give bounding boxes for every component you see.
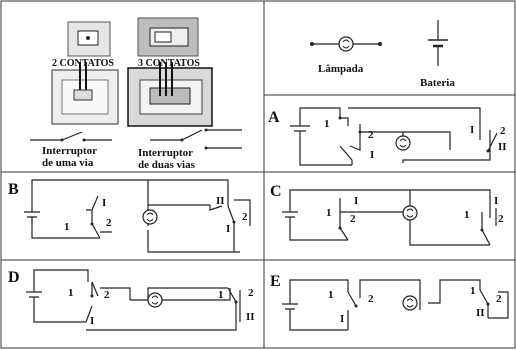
panel-e-left-terminal-1: 1 [328, 289, 334, 301]
panel-c-right-terminal-2: 2 [498, 213, 504, 225]
one-way-switch-photo [51, 21, 119, 125]
one-way-switch-label-line1: Interruptor [42, 145, 97, 157]
panel-e-right-terminal-II: II [476, 307, 485, 319]
panel-c-left-terminal-I: I [354, 195, 358, 207]
panel-c-right-terminal-1: 1 [464, 209, 470, 221]
panel-b-left-terminal-I: I [102, 197, 106, 209]
panel-e-letter: E [270, 273, 281, 290]
circuit-panel-d: D 1 2 I 1 2 II [8, 269, 255, 331]
panel-d-right-terminal-1: 1 [218, 289, 224, 301]
panel-d-left-terminal-2: 2 [104, 289, 110, 301]
lamp-symbol [310, 36, 382, 52]
three-contacts-label: 3 CONTATOS [138, 58, 200, 69]
panel-e-right-terminal-1: 1 [470, 285, 476, 297]
panel-c-left-terminal-2: 2 [350, 213, 356, 225]
panel-a-right-terminal-II: II [498, 141, 507, 153]
panel-c-right-terminal-I: I [494, 195, 498, 207]
circuit-panel-a: A 1 2 I I 2 II [268, 107, 507, 166]
panel-b-left-terminal-2: 2 [106, 217, 112, 229]
two-way-switch-photo [127, 17, 213, 127]
panel-d-letter: D [8, 269, 20, 286]
panel-d-right-terminal-II: II [246, 311, 255, 323]
circuit-panel-c: C 1 2 I 1 2 I [270, 183, 504, 246]
panel-a-left-terminal-2: 2 [368, 129, 374, 141]
panel-e-left-terminal-I: I [340, 313, 344, 325]
two-contacts-label: 2 CONTATOS [52, 58, 114, 69]
battery-label: Bateria [420, 77, 455, 89]
one-way-switch-label-line2: de uma via [42, 157, 94, 169]
panel-a-right-terminal-2: 2 [500, 125, 506, 137]
panel-b-letter: B [8, 181, 19, 198]
two-way-switch-label-line2: de duas vias [138, 159, 196, 171]
one-way-switch-symbol [30, 131, 112, 142]
panel-d-right-terminal-2: 2 [248, 287, 254, 299]
panel-d-left-terminal-I: I [90, 315, 94, 327]
circuit-panel-b: B 1 2 I II 2 I [8, 179, 251, 253]
battery-symbol [428, 20, 448, 66]
panel-a-left-terminal-I: I [370, 149, 374, 161]
two-way-switch-label-line1: Interruptor [138, 147, 193, 159]
panel-e-right-terminal-2: 2 [496, 293, 502, 305]
panel-b-right-terminal-2: 2 [242, 211, 248, 223]
panel-a-right-terminal-1: I [470, 124, 474, 136]
panel-a-letter: A [268, 109, 280, 126]
panel-c-letter: C [270, 183, 282, 200]
panel-a-left-terminal-1: 1 [324, 118, 330, 130]
panel-b-left-terminal-1: 1 [64, 221, 70, 233]
panel-b-right-terminal-I: I [226, 223, 230, 235]
panel-e-left-terminal-2: 2 [368, 293, 374, 305]
lamp-label: Lâmpada [318, 63, 364, 75]
panel-d-left-terminal-1: 1 [68, 287, 74, 299]
panel-c-left-terminal-1: 1 [326, 207, 332, 219]
circuit-panel-e: E 1 2 I 1 2 II [270, 273, 509, 331]
two-way-switch-symbol [150, 128, 242, 150]
panel-b-right-terminal-II: II [216, 195, 225, 207]
